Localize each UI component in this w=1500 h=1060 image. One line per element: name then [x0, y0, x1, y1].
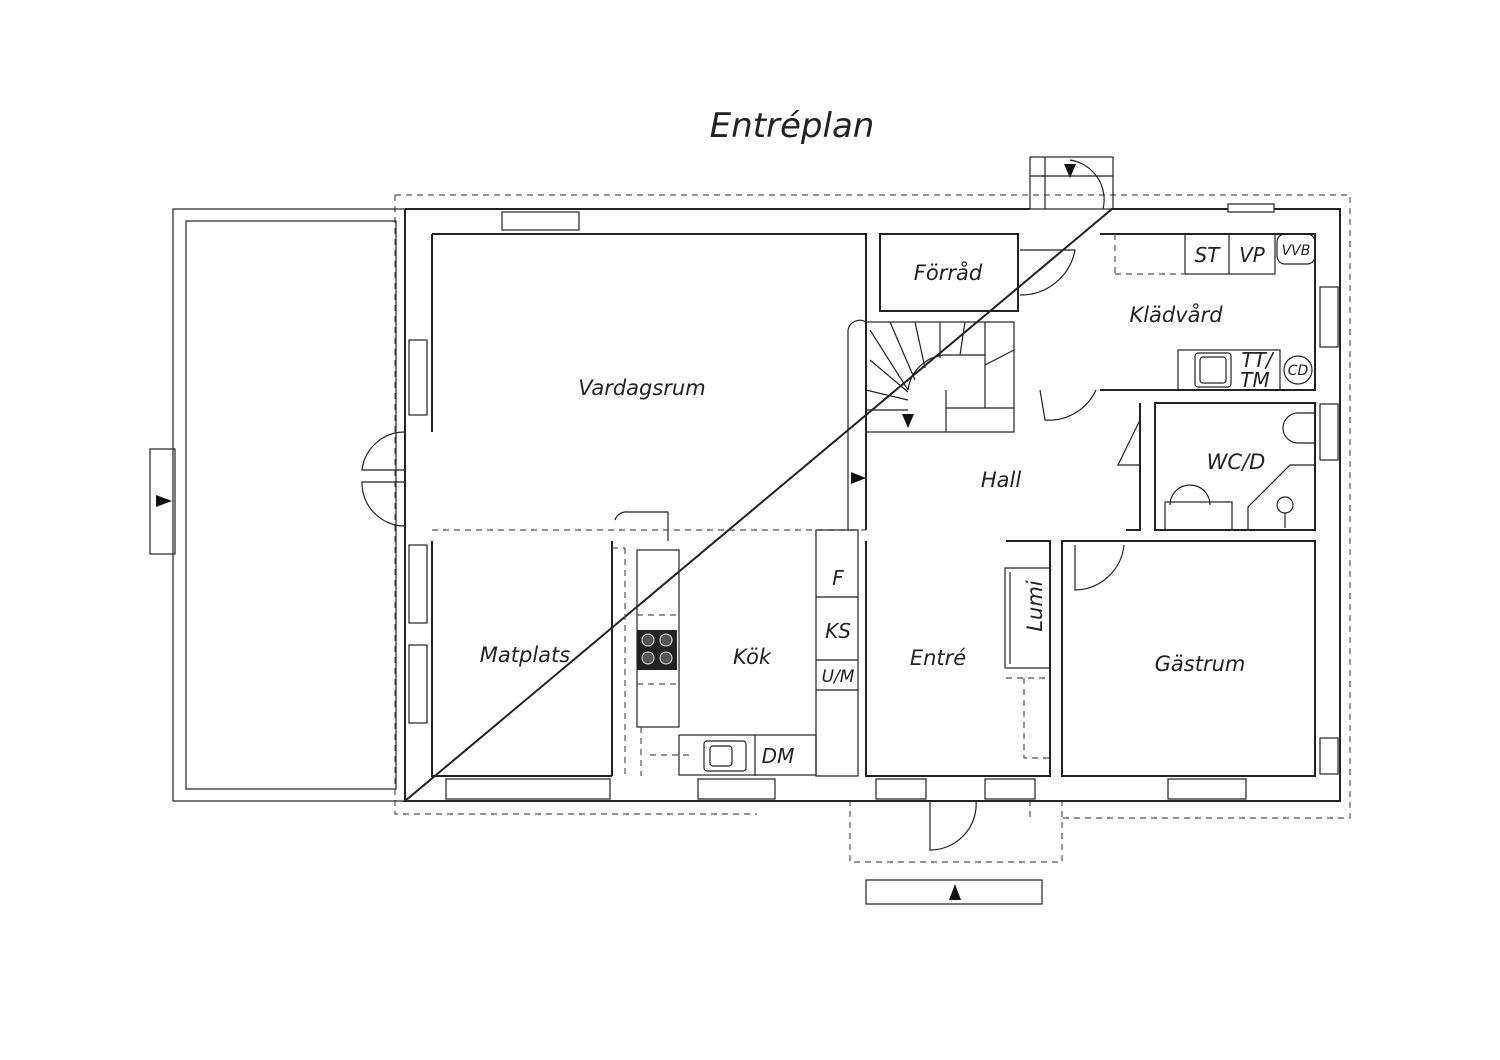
label-tt: TT/	[1241, 348, 1274, 372]
terrace-arrow	[156, 495, 172, 507]
label-vp: VP	[1239, 243, 1266, 267]
front-steps	[865, 879, 1043, 905]
kitchen-fixtures	[432, 529, 866, 777]
doors	[361, 249, 1141, 851]
label-hall: Hall	[981, 468, 1021, 492]
label-forrad: Förråd	[914, 260, 983, 285]
label-ks: KS	[825, 619, 851, 643]
plan-title: Entréplan	[710, 106, 875, 146]
label-vardagsrum: Vardagsrum	[578, 376, 705, 400]
label-cd: CD	[1288, 363, 1309, 379]
entre-closet	[1004, 567, 1051, 759]
laundry-fixtures	[1114, 233, 1316, 391]
terrace	[149, 208, 406, 802]
label-kladvard: Klädvård	[1129, 302, 1223, 327]
label-st: ST	[1195, 243, 1222, 267]
entrance-arrow	[949, 884, 961, 900]
windows	[408, 203, 1339, 800]
staircase	[865, 321, 1015, 433]
label-dm: DM	[762, 744, 795, 768]
label-tm: TM	[1240, 368, 1269, 392]
label-vvb: VVB	[1282, 243, 1311, 259]
label-matplats: Matplats	[480, 643, 570, 667]
label-f: F	[832, 566, 844, 590]
label-lumi: Lumi	[1023, 580, 1047, 631]
label-entre: Entré	[910, 646, 966, 670]
roof-outline	[394, 194, 1351, 863]
exterior-walls	[402, 208, 1341, 802]
back-steps	[1029, 156, 1114, 210]
room-labels: Vardagsrum Matplats Kök Entré Hall Förrå…	[480, 260, 1266, 676]
fixture-labels: ST VP VVB TT/ TM CD F KS U/M DM	[762, 243, 1311, 768]
label-um: U/M	[822, 667, 855, 687]
label-wcd: WC/D	[1207, 450, 1266, 474]
bathroom-fixtures	[1164, 412, 1315, 531]
label-gastrum: Gästrum	[1155, 652, 1246, 676]
label-kok: Kök	[733, 645, 772, 669]
